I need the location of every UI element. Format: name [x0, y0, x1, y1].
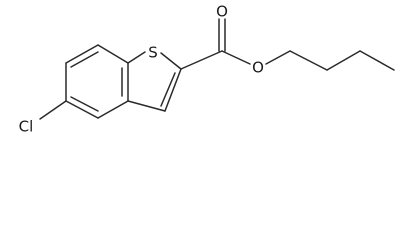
bond-c6-c7-inner [70, 51, 99, 68]
bond-c7-c7a [97, 44, 129, 64]
atom-sulfur-label: S [148, 44, 158, 62]
atom-carbonyl-oxygen-label: O [216, 3, 228, 21]
bond-c4-c5 [65, 100, 99, 119]
bond-c5-cl [39, 100, 67, 120]
bond-ch2-ch3 [359, 50, 395, 71]
bond-ch2-ch2 [289, 50, 328, 71]
bond-carbonyl-ester-o [221, 50, 251, 65]
bond-c4-c5-inner [70, 96, 99, 112]
atom-ester-oxygen-label: O [252, 59, 264, 77]
bond-c4a-c4 [97, 100, 129, 119]
atom-chlorine-label: Cl [19, 118, 34, 136]
bond-c2-c3-inner [160, 72, 176, 107]
bond-c2-c3 [164, 68, 182, 112]
bond-c2-carbonyl [180, 50, 223, 70]
bond-c3-c4a [127, 100, 166, 112]
bond-c6-c7 [65, 44, 99, 64]
bond-ester-o-ch2 [265, 50, 291, 65]
bond-s1-c2 [160, 52, 182, 70]
bond-c7a-s1 [127, 51, 146, 64]
molecule-diagram: S O O Cl [19, 3, 395, 136]
bond-ch2-ch2b [326, 50, 361, 71]
structure-canvas: S O O Cl [19, 3, 395, 136]
